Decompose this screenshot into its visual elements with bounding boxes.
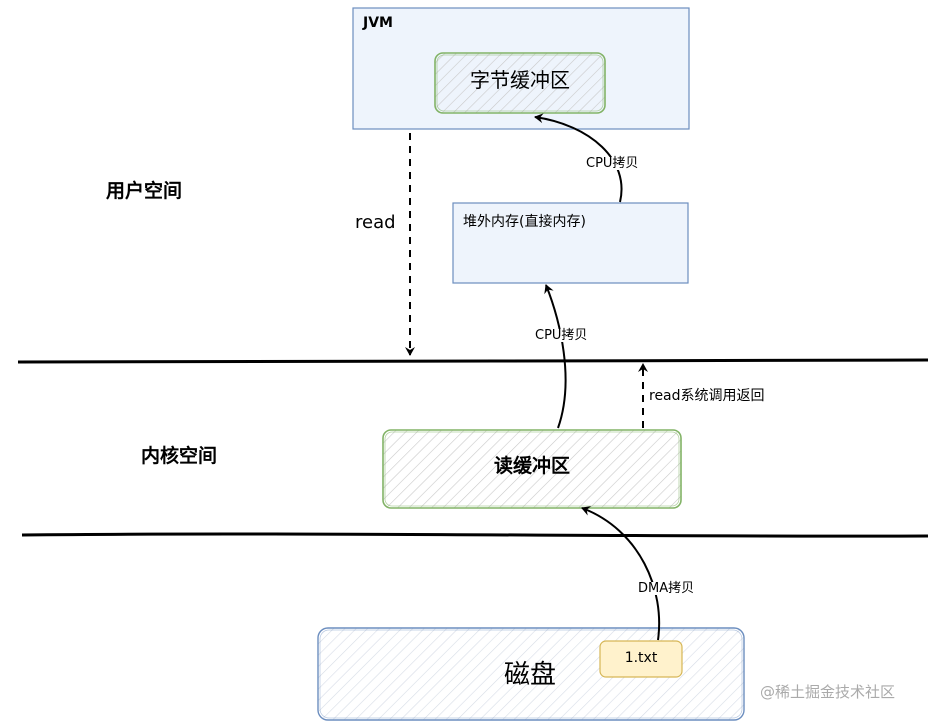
dma-copy-label: DMA拷贝	[637, 581, 696, 596]
jvm-title: JVM	[363, 15, 393, 31]
file-box	[599, 640, 683, 678]
cpu-copy-top-label: CPU拷贝	[585, 156, 640, 171]
file-label: 1.txt	[624, 650, 658, 666]
read-return-label: read系统调用返回	[649, 388, 765, 404]
cpu-copy-top-arrow	[534, 113, 623, 203]
user-kernel-boundary	[17, 358, 929, 364]
offheap-box	[452, 202, 689, 284]
dma-copy-arrow	[581, 506, 661, 641]
read-label: read	[354, 212, 397, 233]
read-buffer-box	[382, 429, 682, 509]
byte-buffer-box	[434, 52, 606, 114]
kernel-space-label: 内核空间	[141, 445, 218, 467]
cpu-copy-mid-label: CPU拷贝	[534, 328, 589, 343]
watermark: @稀土掘金技术社区	[760, 683, 896, 701]
disk-label: 磁盘	[503, 660, 556, 690]
read-buffer-label: 读缓冲区	[493, 455, 570, 477]
byte-buffer-label: 字节缓冲区	[470, 68, 570, 92]
user-space-label: 用户空间	[106, 180, 183, 202]
offheap-label: 堆外内存(直接内存)	[463, 214, 586, 230]
kernel-disk-boundary	[21, 532, 929, 538]
cpu-copy-mid-arrow	[544, 284, 567, 429]
